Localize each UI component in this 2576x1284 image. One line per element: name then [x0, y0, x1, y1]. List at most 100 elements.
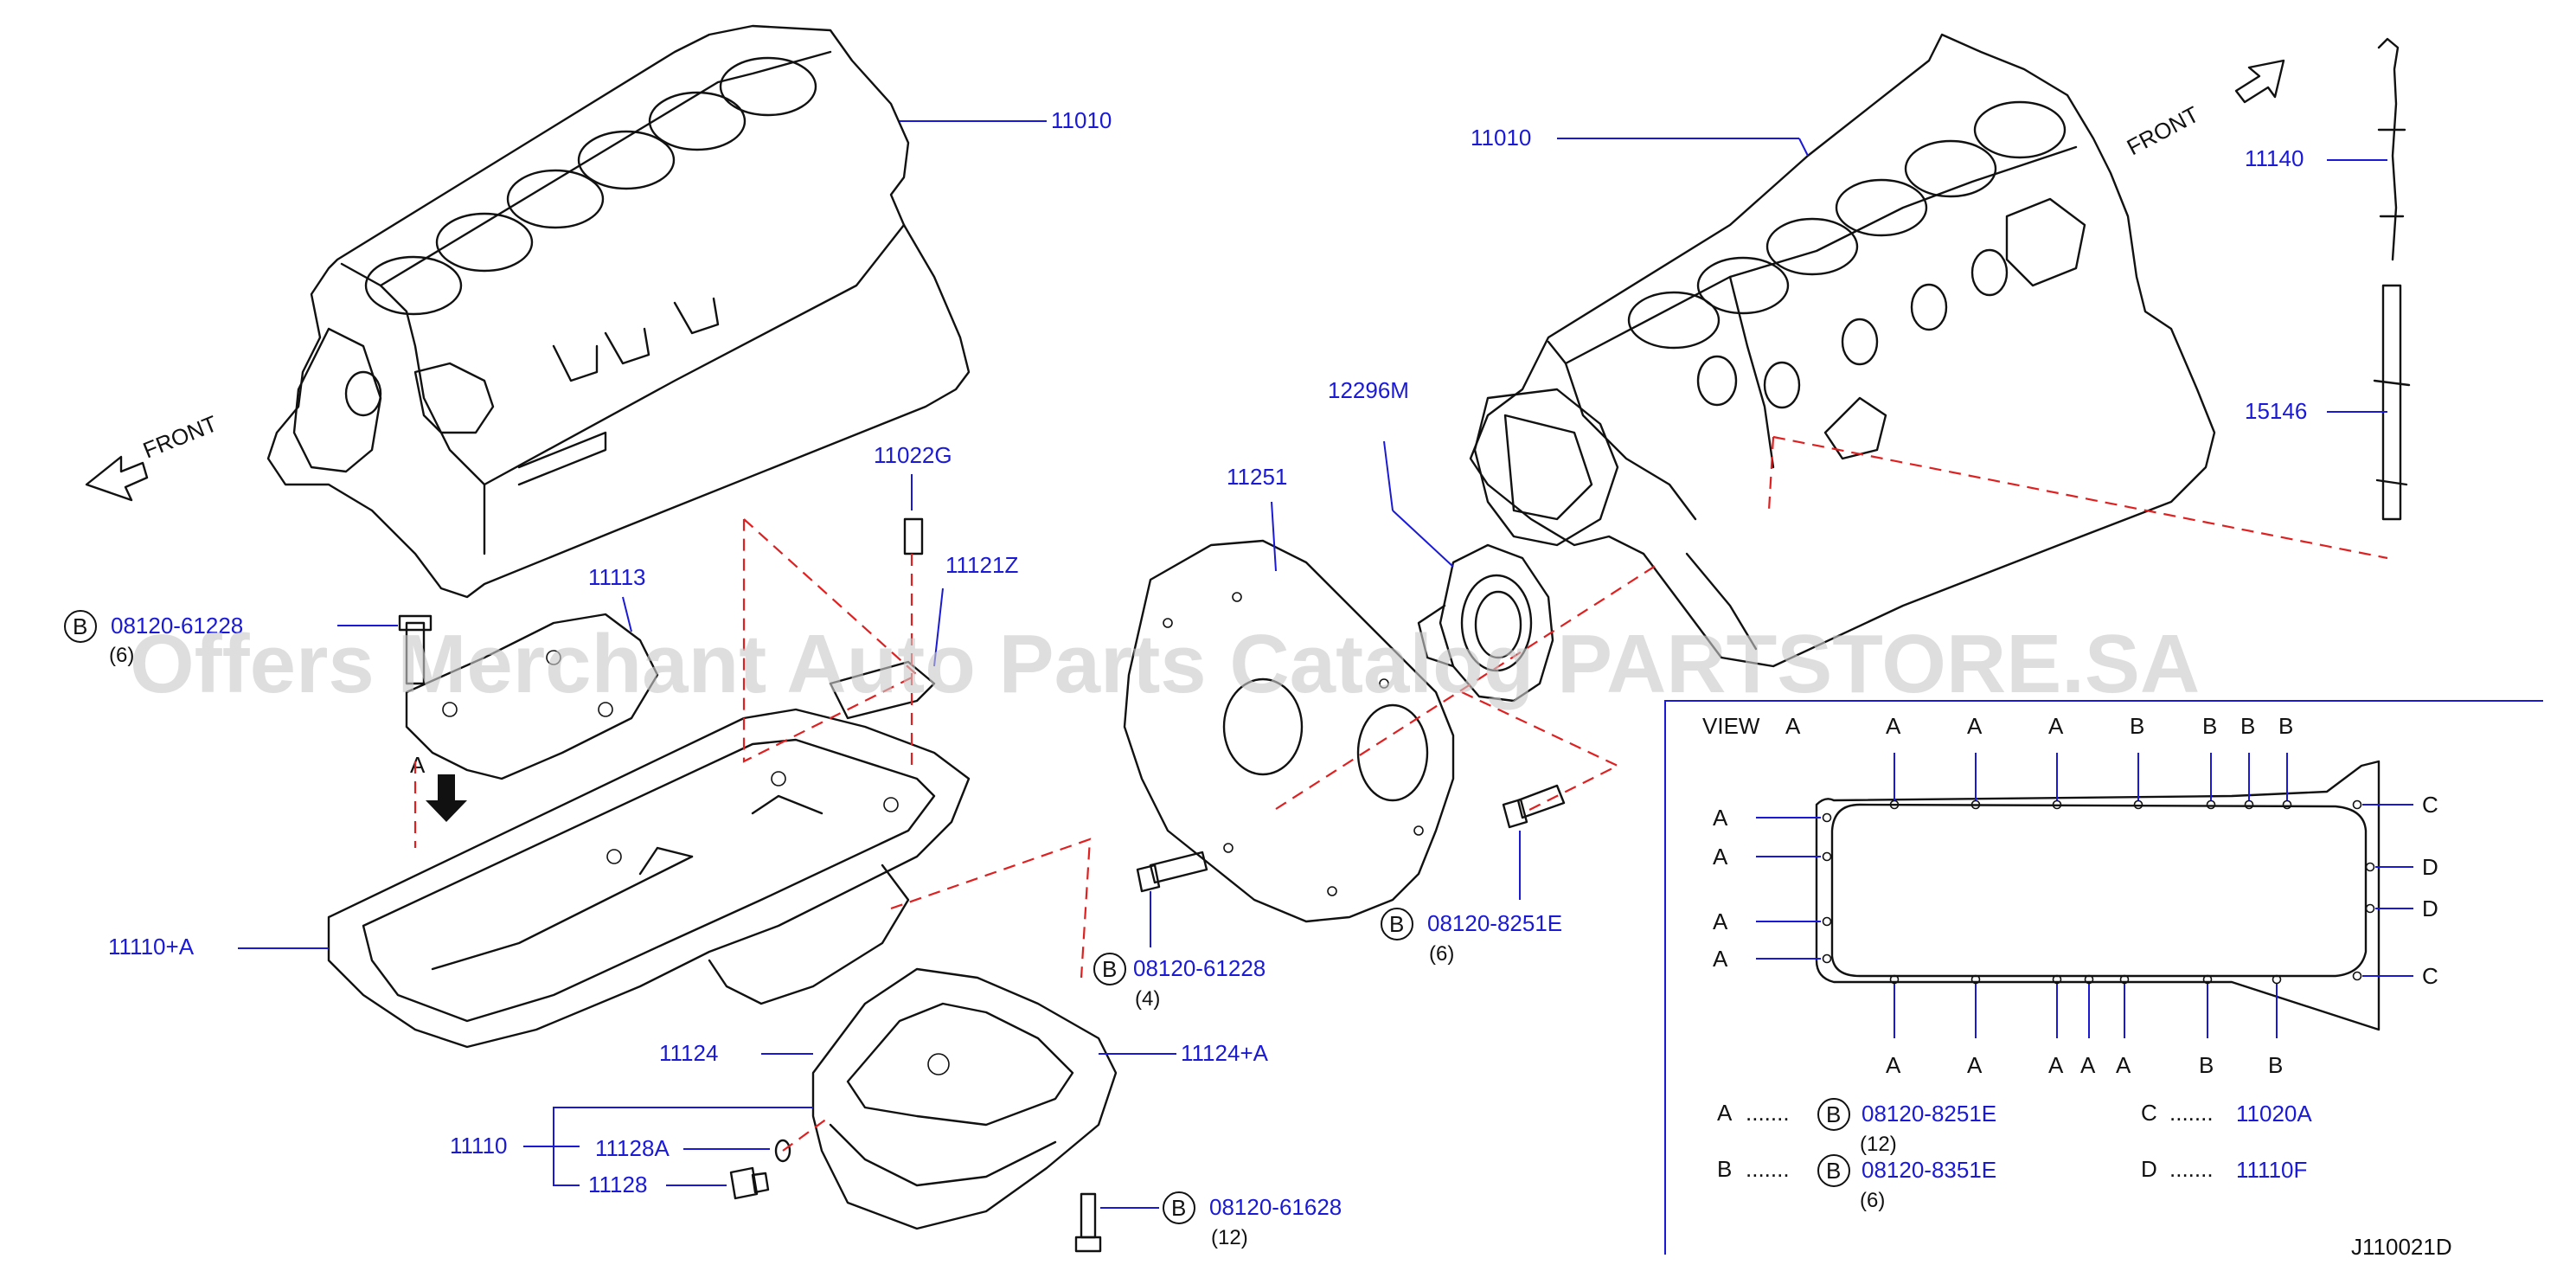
bolt-baffle-part-number[interactable]: 08120-61228: [111, 613, 243, 639]
part-number-11110A[interactable]: 11110+A: [108, 934, 195, 960]
view-bottom-letter: A: [1886, 1052, 1901, 1078]
legend-key-d: D: [2141, 1156, 2157, 1182]
view-right-hole: [2365, 862, 2375, 872]
legend-dots-b: .......: [1746, 1156, 1790, 1182]
view-top-letter: A: [2048, 713, 2064, 739]
legend-a-b-letter: B: [1826, 1101, 1841, 1127]
bolt-plate-part-number[interactable]: 08120-61228: [1133, 955, 1266, 981]
cylinder-block-right-illustration: [1469, 33, 2216, 668]
bolt-seal-illustration: [1502, 784, 1566, 829]
part-number-11113[interactable]: 11113: [588, 564, 646, 590]
legend-dots-c: .......: [2169, 1100, 2214, 1126]
part-number-11128[interactable]: 11128: [588, 1172, 647, 1197]
view-top-letter: B: [2278, 713, 2293, 739]
leader-12296M-b: [1392, 510, 1454, 568]
part-number-11124[interactable]: 11124: [659, 1040, 718, 1066]
view-left-letter: A: [1713, 805, 1728, 831]
bolt-pan-illustration: [1074, 1192, 1102, 1253]
view-right-hole: [2365, 903, 2375, 914]
view-left-hole: [1822, 916, 1832, 927]
legend-b-part-number[interactable]: 08120-8351E: [1862, 1157, 1996, 1183]
view-a-gasket-outline: [1815, 760, 2381, 1031]
cylinder-block-left-illustration: [266, 24, 971, 599]
bolt-pan-b-letter: B: [1171, 1195, 1186, 1221]
view-top-hole: [2052, 799, 2062, 810]
part-number-11010-right[interactable]: 11010: [1471, 125, 1531, 151]
rear-plate-illustration: [1123, 539, 1455, 923]
part-number-11022G[interactable]: 11022G: [874, 442, 952, 468]
view-bottom-letter: A: [1967, 1052, 1983, 1078]
view-right-letter: C: [2422, 963, 2438, 989]
legend-key-b: B: [1717, 1156, 1732, 1182]
baffle-11121Z-illustration: [829, 660, 936, 720]
legend: A ....... B 08120-8251E (12) B ....... B…: [1717, 1098, 2312, 1212]
legend-dots-d: .......: [2169, 1156, 2214, 1182]
view-top-hole: [1889, 799, 1900, 810]
view-title: VIEW: [1702, 713, 1760, 739]
view-top-hole: [2206, 799, 2216, 810]
view-a-leader-lines: [1756, 753, 2413, 1038]
view-right-hole: [2352, 799, 2362, 810]
view-bottom-hole: [1970, 974, 1981, 985]
front-label-left: FRONT: [139, 410, 221, 463]
upper-oil-pan-illustration: [327, 708, 971, 1049]
legend-dots-a: .......: [1746, 1100, 1790, 1126]
bolt-plate-illustration: [1136, 851, 1208, 893]
bolt-plate-qty: (4): [1135, 987, 1160, 1011]
view-left-letter: A: [1713, 946, 1728, 972]
drain-plug-illustration: [729, 1139, 791, 1200]
bolt-seal-part-number[interactable]: 08120-8251E: [1427, 910, 1562, 936]
part-number-11124A[interactable]: 11124+A: [1181, 1040, 1269, 1066]
part-number-11128A[interactable]: 11128A: [595, 1135, 670, 1161]
legend-b-b-circle: [1817, 1154, 1850, 1187]
bolt-baffle-qty: (6): [109, 644, 134, 667]
view-bottom-letter: A: [2048, 1052, 2064, 1078]
part-number-11010-left[interactable]: 11010: [1051, 107, 1112, 133]
view-left-hole: [1822, 953, 1832, 964]
part-number-11121Z[interactable]: 11121Z: [945, 552, 1018, 578]
view-bottom-hole: [2202, 974, 2213, 985]
bolt-seal-qty: (6): [1429, 942, 1454, 966]
leader-12296M-a: [1383, 440, 1394, 511]
lower-oil-pan-illustration: [811, 967, 1118, 1230]
view-bottom-hole: [1889, 974, 1900, 985]
bolt-baffle-illustration: [398, 614, 433, 685]
bolt-plate-b-circle: [1093, 953, 1126, 985]
dashed-drain: [782, 1115, 831, 1152]
legend-a-part-number[interactable]: 08120-8251E: [1862, 1101, 1996, 1127]
view-bottom-hole: [2272, 974, 2282, 985]
legend-key-c: C: [2141, 1100, 2157, 1126]
legend-c-part-number[interactable]: 11020A: [2236, 1101, 2312, 1127]
view-top-hole: [2244, 799, 2254, 810]
front-label-right: FRONT: [2123, 101, 2203, 161]
view-bottom-letter: B: [2199, 1052, 2214, 1078]
view-right-letter: D: [2422, 854, 2438, 880]
bolt-pan-b-circle: [1163, 1191, 1195, 1224]
rear-oil-seal-retainer-illustration: [1417, 543, 1554, 703]
bolt-pan-part-number[interactable]: 08120-61628: [1209, 1194, 1342, 1220]
dowel-pin-illustration: [903, 517, 924, 555]
view-a-bolt-holes: [1822, 799, 2375, 985]
view-right-letter: D: [2422, 896, 2438, 921]
leader-11251: [1271, 501, 1277, 572]
part-number-11251[interactable]: 11251: [1227, 464, 1287, 490]
bolt-seal-b-circle: [1381, 908, 1413, 941]
part-number-11140[interactable]: 11140: [2245, 145, 2304, 171]
view-left-hole: [1822, 851, 1832, 862]
bolt-plate-b-letter: B: [1102, 956, 1117, 982]
bolt-seal-b-letter: B: [1389, 911, 1404, 937]
bolt-baffle-b-circle: [64, 610, 97, 643]
view-right-hole: [2352, 971, 2362, 981]
part-number-11110[interactable]: 11110: [450, 1133, 508, 1159]
view-top-letter: A: [1886, 713, 1901, 739]
view-bottom-letter: B: [2268, 1052, 2283, 1078]
legend-d-part-number[interactable]: 11110F: [2236, 1157, 2307, 1183]
bolt-baffle-b-letter: B: [73, 613, 87, 639]
view-bottom-hole: [2052, 974, 2062, 985]
part-number-15146[interactable]: 15146: [2245, 398, 2307, 424]
part-number-12296M[interactable]: 12296M: [1328, 377, 1409, 403]
view-bottom-letter: A: [2080, 1052, 2096, 1078]
view-top-letter: B: [2130, 713, 2144, 739]
view-a-arrow-icon: [426, 774, 467, 822]
